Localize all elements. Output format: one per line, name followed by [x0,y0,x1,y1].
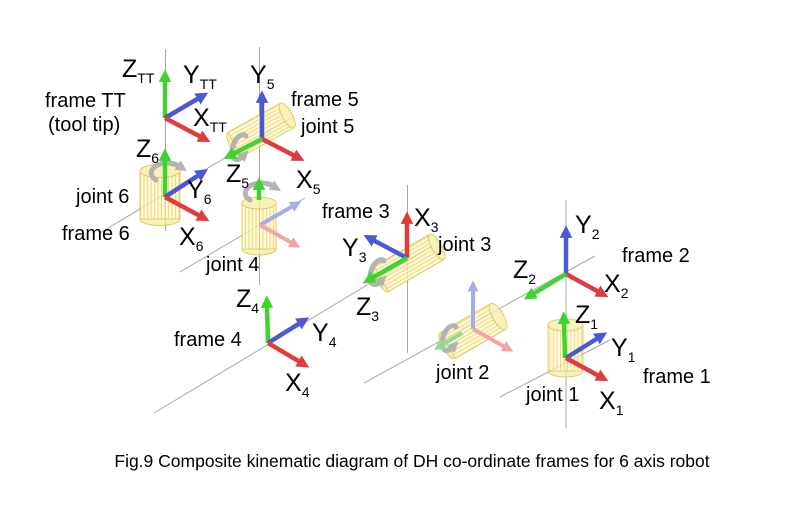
joint-2-ghost-z-axis-arrow [433,331,464,350]
frame-3-label: frame 3 [322,201,390,223]
frame-6-x-axis-label: X6 [179,223,204,254]
frame-1-label: frame 1 [643,366,711,388]
joint-6-label: joint 6 [75,186,129,208]
frame-2-z-axis-arrow [523,272,568,300]
joint-5-label: joint 5 [300,116,354,138]
frame-6-x-axis-arrow [163,195,210,222]
joint-3-label: joint 3 [437,234,491,256]
frame-5-y-axis-label: Y5 [250,61,275,92]
frame-4-y-axis-arrow [266,317,310,345]
joint-2-ghost-axes [433,280,514,352]
frame-1-z-axis-label: Z1 [575,301,598,332]
figure-caption: Fig.9 Composite kinematic diagram of DH … [114,451,709,471]
frame-3-y-axis-label: Y3 [342,234,367,265]
frame-3-y-axis-arrow [363,234,409,260]
frame-1-y-axis-arrow [564,332,608,360]
frame-tt-axes [158,69,211,142]
frame-tt-y-axis-label: YTT [183,61,217,92]
joint-6-cylinder [139,164,181,226]
frame-1-y-axis-label: Y1 [611,334,636,365]
joint-4-ghost-x-axis-arrow [259,223,301,248]
frame-5-axes [223,90,305,161]
frame-5-label: frame 5 [291,89,359,111]
frame-4-x-axis-arrow [266,341,310,368]
frame-2-y-axis-label: Y2 [575,211,600,242]
frame-4-y-axis-label: Y4 [312,319,337,350]
frame-5-z-axis-arrow [223,137,264,159]
frame-4-x-axis-label: X4 [285,369,310,400]
frame-tt-x-axis-arrow [163,116,211,142]
frame-1-x-axis-arrow [564,356,609,382]
joint-2-label: joint 2 [435,362,489,384]
frame-3-z-axis-arrow [362,256,409,284]
joint-6-rotation-arrow-icon [148,160,187,183]
frame-1-axes [557,311,609,382]
frame-3-x-axis-label: X3 [414,204,439,235]
frame-2-axes [523,225,609,300]
frame-4-axes [260,295,310,368]
frame-1-x-axis-label: X1 [599,387,624,418]
frame-4-z-axis-arrow [260,295,274,344]
joint-4-cylinder [241,196,277,256]
joint-1-label: joint 1 [525,384,579,406]
joint-2-ghost-x-axis-arrow [472,327,514,352]
frame-tt-x-axis-label: XTT [193,104,227,135]
frame-6-y-axis-label: Y6 [187,176,212,207]
frame-5-x-axis-arrow [260,136,305,161]
frame-6-axes [158,148,210,222]
frame-2-x-axis-arrow [564,272,609,298]
frame-tt-label: frame TT [45,90,126,112]
frame-4-label: frame 4 [174,329,242,351]
joint-4-ghost-axes [252,177,302,248]
joint-4-rotation-arrow-icon [242,180,281,203]
frame-4-z-axis-label: Z4 [236,285,259,316]
frame-3-axes [362,211,414,284]
frame-5-z-axis-label: Z5 [226,160,249,191]
frame-2-z-axis-label: Z2 [513,256,536,287]
joint-4-label: joint 4 [205,254,259,276]
frame-tt-z-axis-label: ZTT [122,55,155,86]
frame-6-y-axis-arrow [163,169,208,199]
frame-6-label: frame 6 [62,223,130,245]
frame-1-z-axis-arrow [557,311,571,359]
frame-tt-y-axis-arrow [163,92,209,120]
frame-6-z-axis-label: Z6 [136,135,159,166]
frame-2-x-axis-label: X2 [604,270,629,301]
frame-2-label: frame 2 [622,245,690,267]
frame-tt-sublabel: (tool tip) [48,114,120,136]
frame-3-z-axis-label: Z3 [356,293,379,324]
frame-5-x-axis-label: X5 [296,166,321,197]
joint-4-ghost-y-axis-arrow [259,201,302,227]
